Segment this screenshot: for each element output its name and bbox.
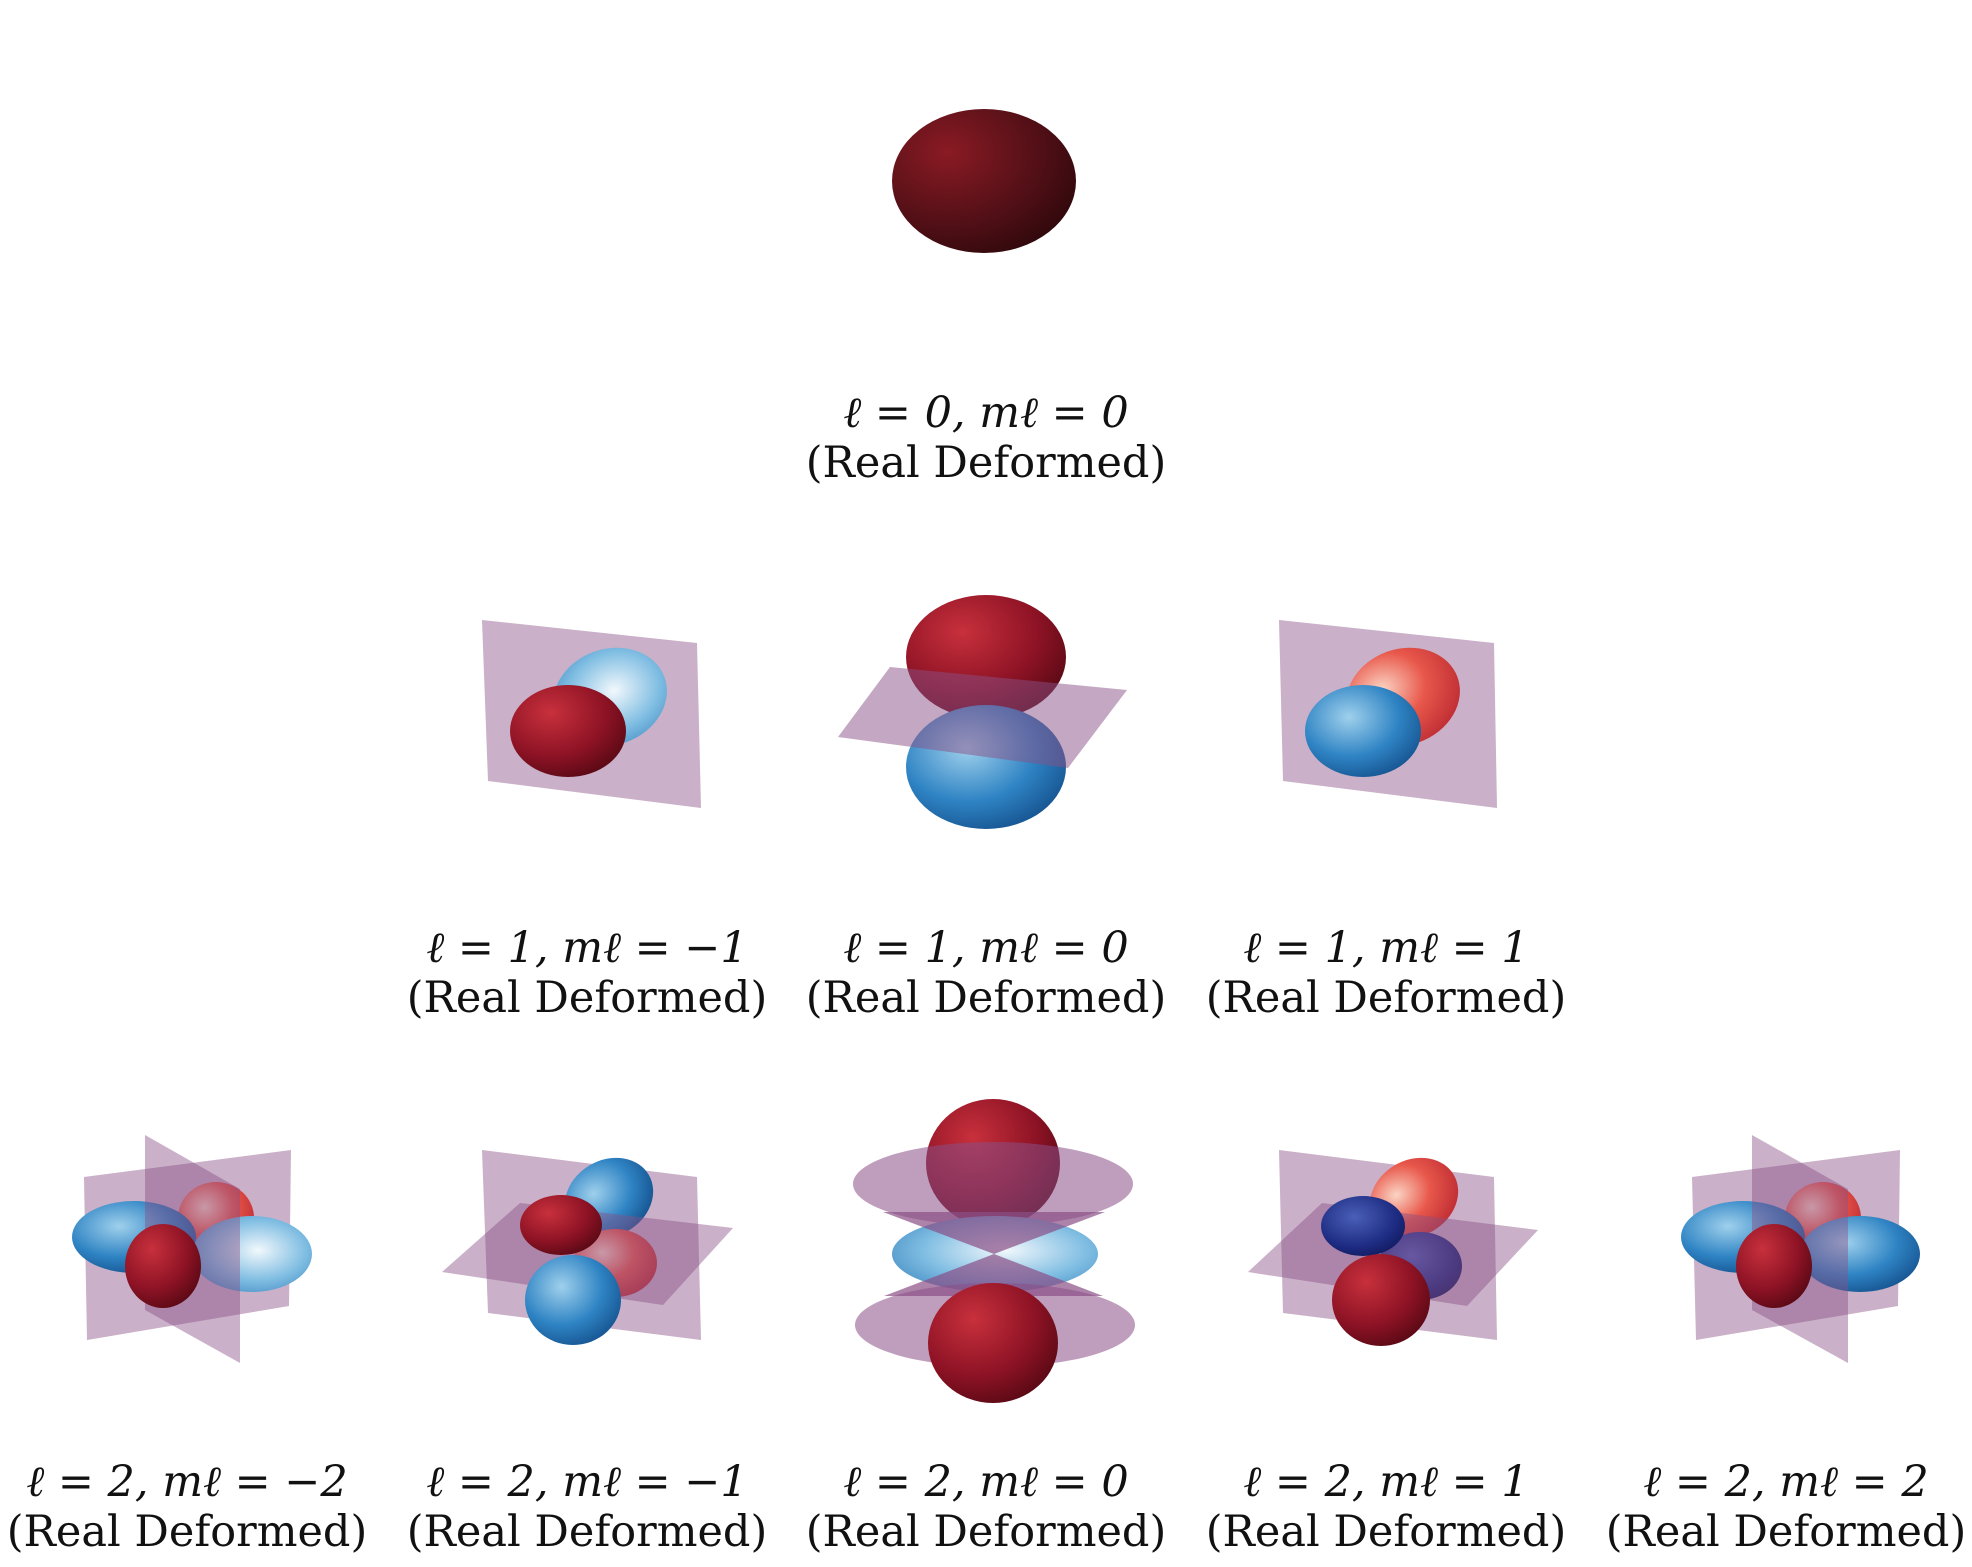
orbital-l2-m2 <box>1681 1135 1920 1363</box>
s-lobe <box>892 109 1076 253</box>
orbital-l2-m-1 <box>442 1150 733 1345</box>
subtitle: (Real Deformed) <box>406 973 768 1023</box>
subtitle: (Real Deformed) <box>805 973 1167 1023</box>
subtitle: (Real Deformed) <box>1205 1507 1567 1557</box>
negative-lobe <box>1305 685 1421 777</box>
quantum-numbers-label: ℓ = 2, mℓ = −1 <box>426 1457 748 1507</box>
nodal-cone-vertex <box>883 1212 1105 1296</box>
quantum-numbers-label: ℓ = 2, mℓ = 1 <box>1243 1457 1529 1507</box>
positive-lobe-bottom <box>1332 1254 1430 1346</box>
quantum-numbers-label: ℓ = 1, mℓ = −1 <box>426 923 748 973</box>
positive-lobe-left <box>520 1195 602 1255</box>
negative-lobe-right <box>1800 1216 1920 1292</box>
orbital-l2-m-2 <box>72 1135 312 1363</box>
negative-torus <box>892 1216 1098 1292</box>
nodal-plane <box>838 667 1127 768</box>
subtitle: (Real Deformed) <box>805 1507 1167 1557</box>
orbital-l2-m0 <box>853 1099 1135 1403</box>
caption-l1-m1: ℓ = 1, mℓ = 1 (Real Deformed) <box>1186 923 1586 1023</box>
quantum-numbers-label: ℓ = 0, mℓ = 0 <box>843 388 1129 438</box>
orbital-l1-m-1 <box>482 620 701 808</box>
quantum-numbers-label: ℓ = 2, mℓ = 2 <box>1643 1457 1929 1507</box>
subtitle: (Real Deformed) <box>406 1507 768 1557</box>
orbital-l0-m0 <box>892 109 1076 253</box>
caption-l2-m-2: ℓ = 2, mℓ = −2 (Real Deformed) <box>0 1457 387 1557</box>
nodal-cone-top <box>853 1142 1133 1226</box>
subtitle: (Real Deformed) <box>6 1507 368 1557</box>
caption-l2-m2: ℓ = 2, mℓ = 2 (Real Deformed) <box>1586 1457 1972 1557</box>
positive-lobe <box>510 685 626 777</box>
quantum-numbers-label: ℓ = 2, mℓ = −2 <box>26 1457 348 1507</box>
quantum-numbers-label: ℓ = 2, mℓ = 0 <box>843 1457 1129 1507</box>
nodal-plane-horizontal <box>442 1203 733 1305</box>
subtitle: (Real Deformed) <box>805 438 1167 488</box>
negative-lobe-right <box>192 1216 312 1292</box>
nodal-plane-horizontal <box>1248 1203 1538 1306</box>
subtitle: (Real Deformed) <box>1605 1507 1967 1557</box>
quantum-numbers-label: ℓ = 1, mℓ = 1 <box>1243 923 1529 973</box>
caption-l1-m-1: ℓ = 1, mℓ = −1 (Real Deformed) <box>387 923 787 1023</box>
caption-l0-m0: ℓ = 0, mℓ = 0 (Real Deformed) <box>786 388 1186 488</box>
caption-l1-m0: ℓ = 1, mℓ = 0 (Real Deformed) <box>786 923 1186 1023</box>
negative-lobe-left <box>1321 1196 1405 1256</box>
caption-l2-m-1: ℓ = 2, mℓ = −1 (Real Deformed) <box>387 1457 787 1557</box>
positive-lobe-front <box>125 1224 201 1308</box>
orbital-l1-m1 <box>1279 620 1497 808</box>
negative-lobe-bottom <box>525 1255 621 1345</box>
orbital-l1-m0 <box>838 595 1127 829</box>
quantum-numbers-label: ℓ = 1, mℓ = 0 <box>843 923 1129 973</box>
subtitle: (Real Deformed) <box>1205 973 1567 1023</box>
positive-lobe-bottom <box>928 1283 1058 1403</box>
positive-lobe-front <box>1736 1224 1812 1308</box>
caption-l2-m0: ℓ = 2, mℓ = 0 (Real Deformed) <box>786 1457 1186 1557</box>
caption-l2-m1: ℓ = 2, mℓ = 1 (Real Deformed) <box>1186 1457 1586 1557</box>
orbital-l2-m1 <box>1248 1150 1538 1346</box>
